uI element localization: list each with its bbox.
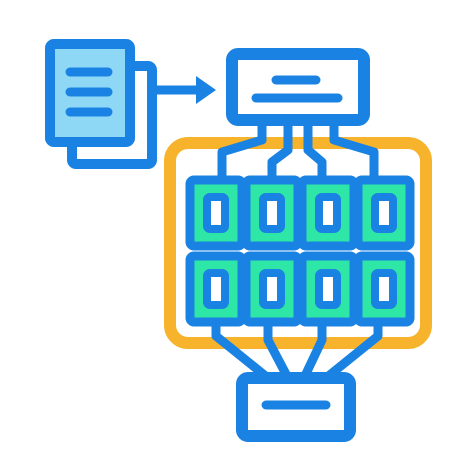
connector-line xyxy=(217,115,267,185)
output-connectors xyxy=(211,321,383,383)
output-box xyxy=(236,372,356,442)
input-box xyxy=(226,48,370,126)
cell-core xyxy=(259,193,285,233)
cell-core xyxy=(371,193,397,233)
processing-cell-icon xyxy=(297,175,359,251)
cell-core xyxy=(315,193,341,233)
connector-line xyxy=(299,321,327,383)
processing-cell-icon xyxy=(185,251,247,327)
document-stack-icon xyxy=(45,39,157,169)
processing-cell-icon xyxy=(297,251,359,327)
cell-core xyxy=(203,193,229,233)
processing-cell-grid xyxy=(185,175,415,327)
connector-line xyxy=(211,321,273,383)
processing-cell-icon xyxy=(185,175,247,251)
processing-cell-icon xyxy=(353,251,415,327)
processing-cell-icon xyxy=(241,251,303,327)
cell-core xyxy=(203,269,229,309)
cell-core xyxy=(371,269,397,309)
arrow-right-icon xyxy=(147,76,216,104)
processing-cell-icon xyxy=(241,175,303,251)
input-connectors xyxy=(217,115,379,185)
cell-core xyxy=(315,269,341,309)
processing-frame xyxy=(164,137,432,349)
connector-line xyxy=(303,115,327,185)
connector-line xyxy=(267,115,293,185)
cell-core xyxy=(259,269,285,309)
connector-line xyxy=(263,321,293,383)
processing-cell-icon xyxy=(353,175,415,251)
connector-line xyxy=(329,115,379,185)
connector-line xyxy=(321,321,383,383)
